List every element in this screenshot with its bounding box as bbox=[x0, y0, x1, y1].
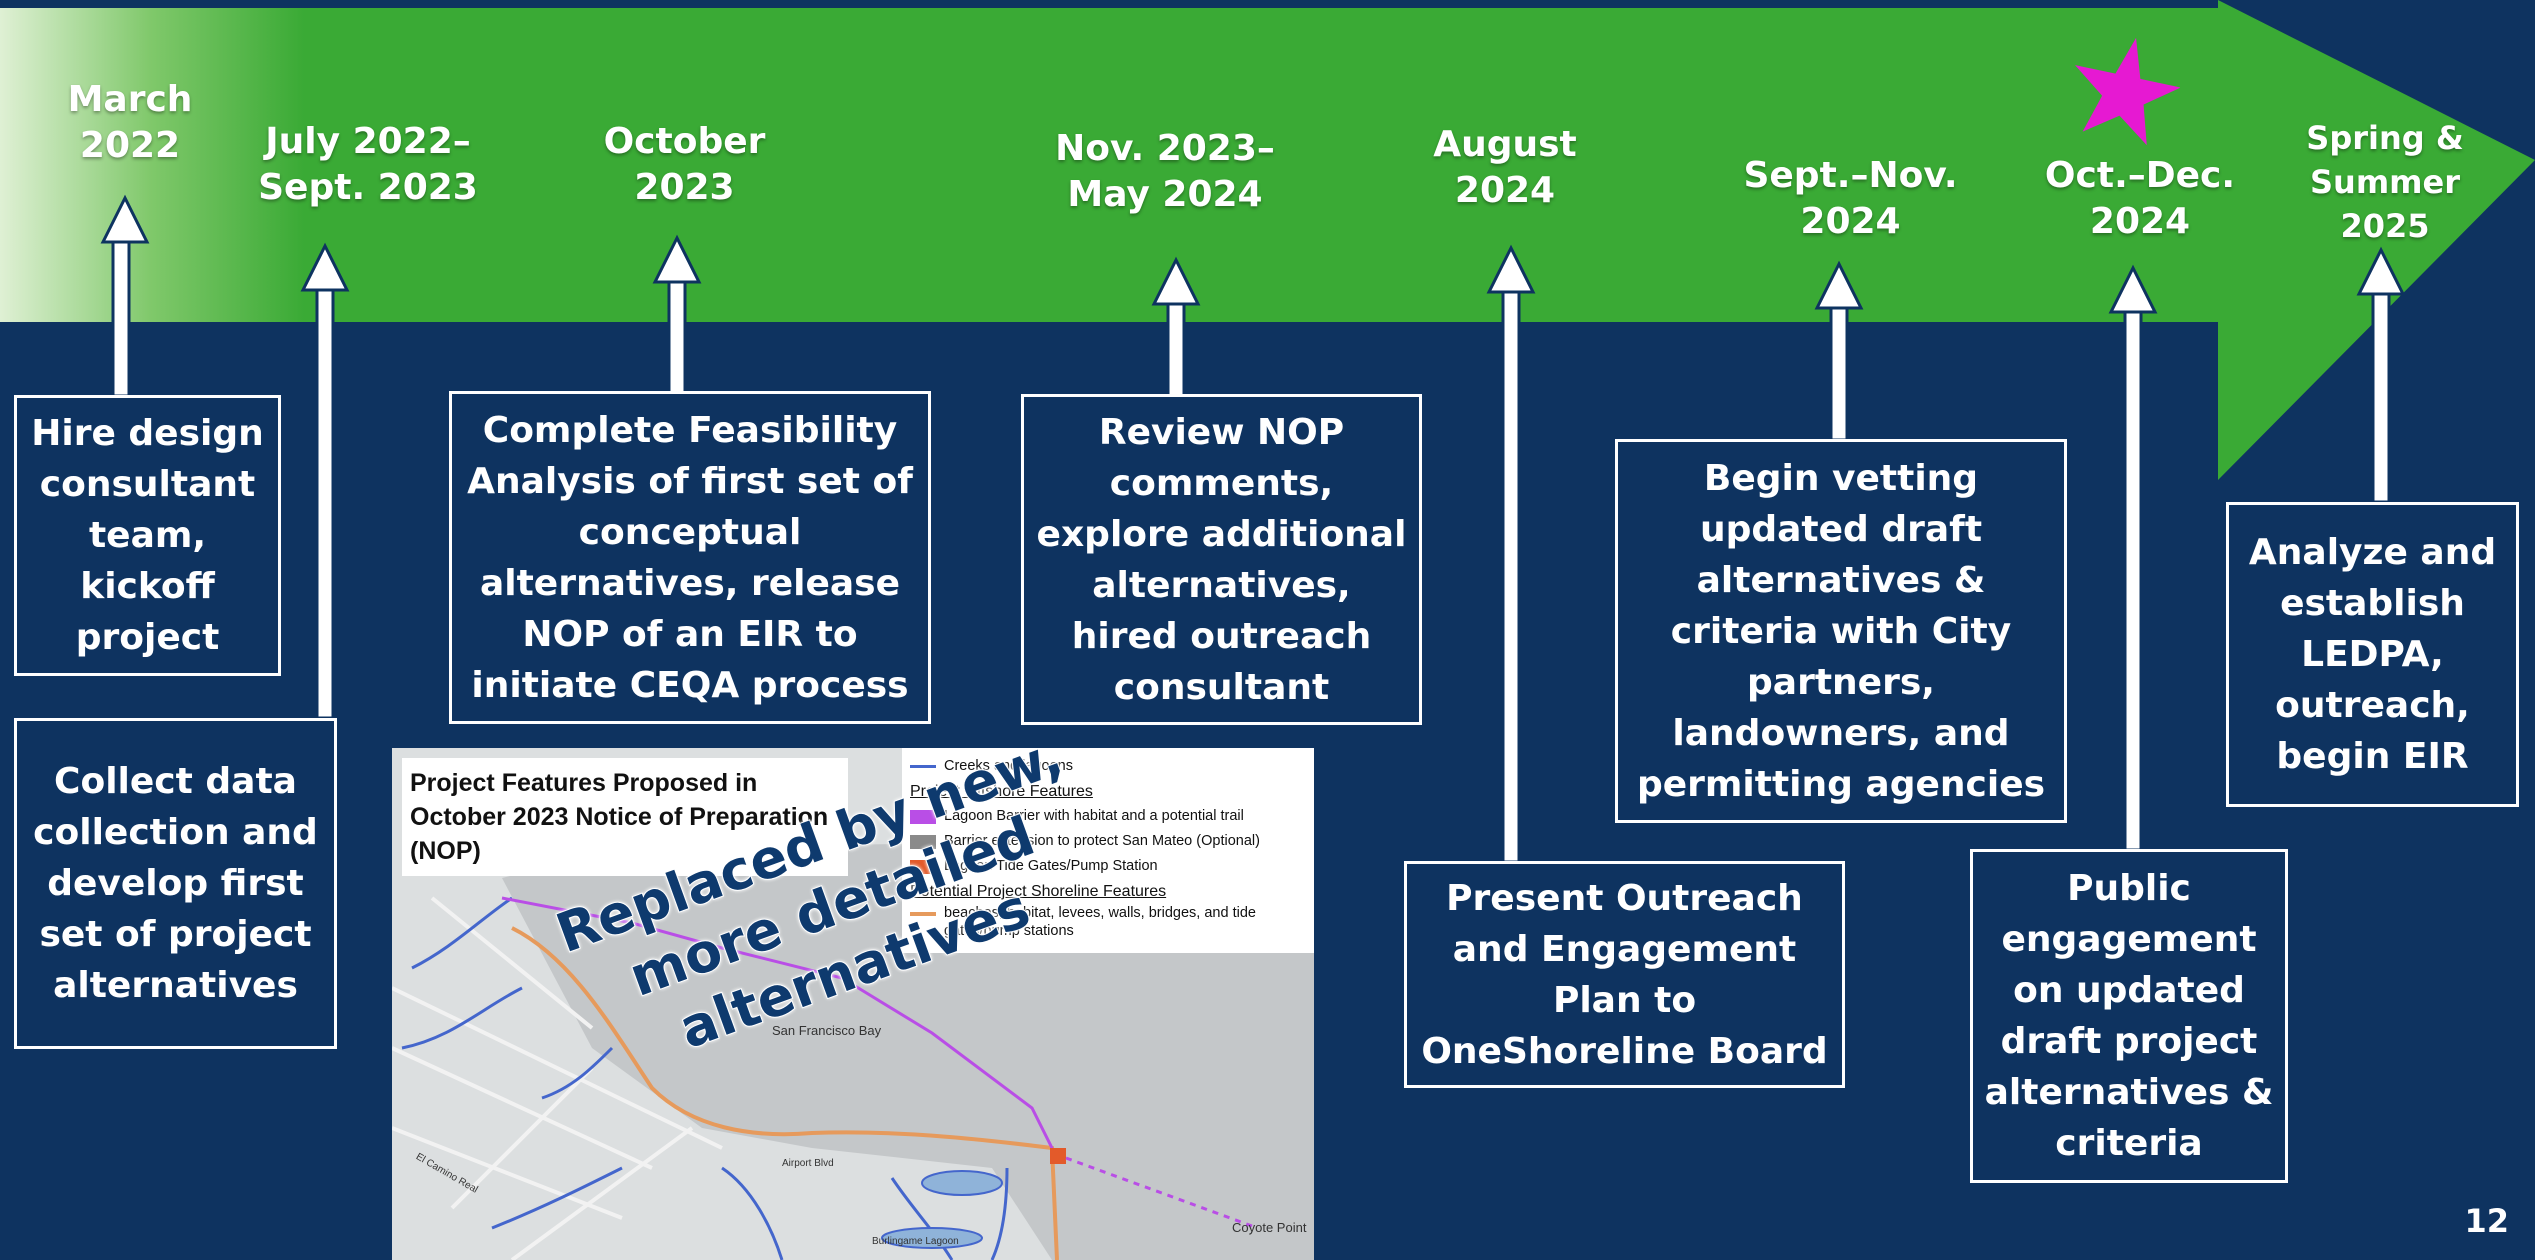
tide-gate-swatch-icon bbox=[910, 859, 936, 874]
milestone-box-8: Analyze and establish LEDPA, outreach, b… bbox=[2226, 502, 2519, 807]
milestone-date-5: August 2024 bbox=[1433, 124, 1577, 211]
map-legend: Creeks and lagoons Project Offshore Feat… bbox=[902, 748, 1314, 953]
milestone-date-3: October 2023 bbox=[603, 121, 766, 208]
milestone-date-7: Oct.–Dec. 2024 bbox=[2044, 155, 2236, 242]
milestone-date-6: Sept.–Nov. 2024 bbox=[1743, 155, 1958, 242]
map-label-bay: San Francisco Bay bbox=[772, 1023, 882, 1038]
barrier-swatch-icon bbox=[910, 809, 936, 824]
map-title: Project Features Proposed in October 202… bbox=[402, 758, 848, 876]
map-label-coyote-point: Coyote Point bbox=[1232, 1220, 1307, 1235]
milestone-box-7: Public engagement on updated draft proje… bbox=[1970, 849, 2288, 1183]
milestone-date-8: Spring & Summer 2025 bbox=[2306, 119, 2464, 245]
milestone-box-1: Hire design consultant team, kickoff pro… bbox=[14, 395, 281, 676]
milestone-date-2: July 2022– Sept. 2023 bbox=[258, 121, 478, 208]
milestone-box-5: Present Outreach and Engagement Plan to … bbox=[1404, 861, 1845, 1088]
milestone-date-1: March 2022 bbox=[67, 79, 193, 166]
milestone-box-3: Complete Feasibility Analysis of first s… bbox=[449, 391, 931, 724]
extension-swatch-icon bbox=[910, 834, 936, 849]
milestone-date-4: Nov. 2023– May 2024 bbox=[1055, 128, 1275, 215]
page-number: 12 bbox=[2464, 1202, 2509, 1240]
legend-shoreline: beaches, habitat, levees, walls, bridges… bbox=[910, 904, 1306, 940]
milestone-box-4: Review NOP comments, explore additional … bbox=[1021, 394, 1422, 725]
star-icon bbox=[2075, 37, 2180, 145]
creek-line-icon bbox=[910, 765, 936, 768]
legend-tide-gates: Lagoon Tide Gates/Pump Station bbox=[910, 854, 1306, 879]
legend-shoreline-heading: Potential Project Shoreline Features bbox=[910, 883, 1167, 900]
legend-barrier: Lagoon Barrier with habitat and a potent… bbox=[910, 804, 1306, 829]
shoreline-swatch-icon bbox=[910, 912, 936, 916]
legend-creeks: Creeks and lagoons bbox=[910, 754, 1306, 779]
timeline-arrow bbox=[0, 0, 2535, 480]
milestone-box-2: Collect data collection and develop firs… bbox=[14, 718, 337, 1049]
map-label-burlingame-lagoon: Burlingame Lagoon bbox=[872, 1236, 959, 1247]
map-label-airport-blvd: Airport Blvd bbox=[782, 1158, 834, 1169]
legend-extension: Barrier extension to protect San Mateo (… bbox=[910, 829, 1306, 854]
project-map-inset: San Francisco Bay Coyote Point Airport B… bbox=[392, 748, 1314, 1260]
milestone-box-6: Begin vetting updated draft alternatives… bbox=[1615, 439, 2067, 823]
legend-offshore-heading: Project Offshore Features bbox=[910, 783, 1093, 800]
